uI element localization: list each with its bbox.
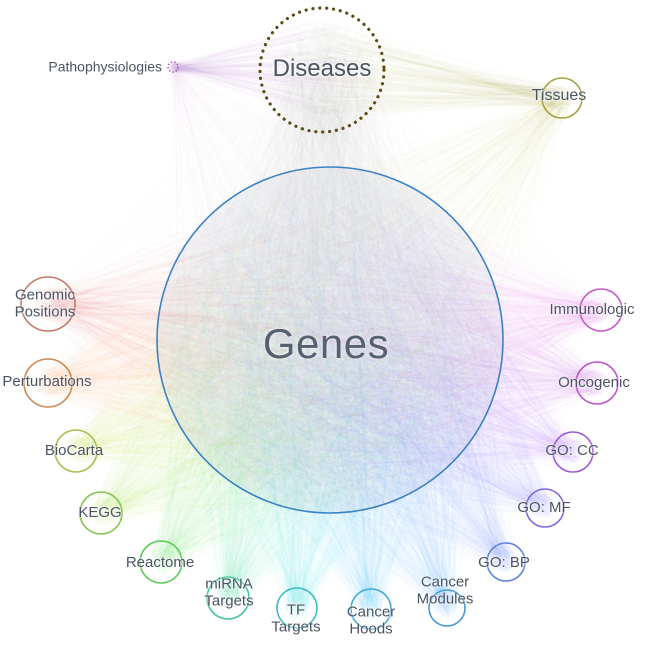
node-circle-kegg[interactable] xyxy=(79,491,123,535)
node-circle-go-mf[interactable] xyxy=(525,488,565,528)
node-circle-go-cc[interactable] xyxy=(552,431,594,473)
node-circle-go-bp[interactable] xyxy=(486,542,526,582)
node-circle-cancer-modules[interactable] xyxy=(428,589,466,627)
node-circle-pathophysiologies[interactable] xyxy=(167,61,179,73)
hub-circle-genes[interactable] xyxy=(156,166,504,514)
node-circle-immunologic[interactable] xyxy=(579,288,623,332)
node-circle-biocarta[interactable] xyxy=(54,429,98,473)
node-circle-reactome[interactable] xyxy=(139,540,183,584)
node-circle-perturbations[interactable] xyxy=(23,358,73,408)
node-circle-genomic-positions[interactable] xyxy=(20,276,76,332)
node-circle-mirna-targets[interactable] xyxy=(206,576,250,620)
node-circle-tissues[interactable] xyxy=(541,77,583,119)
node-circle-oncogenic[interactable] xyxy=(575,361,619,405)
node-circle-cancer-hoods[interactable] xyxy=(350,588,392,630)
node-circle-diseases[interactable] xyxy=(258,6,386,134)
node-circle-tf-targets[interactable] xyxy=(276,587,318,629)
